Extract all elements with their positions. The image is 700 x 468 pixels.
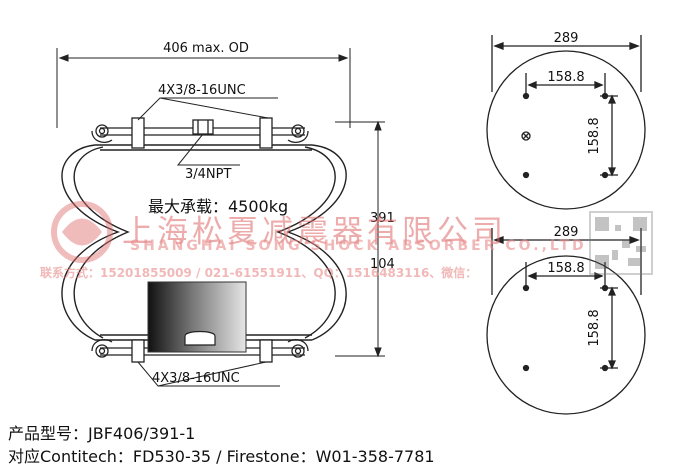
watermark-logo-icon [51,201,113,263]
npt-label: 3/4NPT [185,167,231,182]
model-caption: 产品型号：JBF406/391-1 [8,424,196,443]
bottom-plate-view [486,228,646,415]
od-dimension [56,48,351,128]
top-plate-dia-label: 289 [554,31,579,46]
bottom-thread-label: 4X3/8-16UNC [152,371,240,386]
height-dimension [335,120,385,358]
top-plate-v-label: 158.8 [587,117,602,154]
npt-leader [176,133,240,166]
height-max-label: 391 [370,211,395,226]
bellows-outline [61,144,347,341]
piston [147,281,247,353]
top-mounting-studs [131,117,273,149]
load-capacity-label: 最大承载：4500kg [148,197,289,216]
top-plate-h-label: 158.8 [547,70,584,85]
od-label: 406 max. OD [163,41,249,56]
bottom-plate-dia-label: 289 [554,225,579,240]
bottom-plate-v-label: 158.8 [587,309,602,346]
top-plate-view [486,35,646,210]
bottom-thread-leader [137,361,280,387]
watermark-company-cn: 上海松夏减震器有限公司 [122,214,507,250]
watermark-qr-icon [589,211,653,275]
cross-reference-caption: 对应Contitech：FD530-35 / Firestone：W01-358… [8,447,435,466]
top-thread-leader [137,97,278,121]
watermark-contact: 联系方式：15201855009 / 021-61551911、QQ：15164… [40,266,478,280]
height-min-label: 104 [370,257,395,272]
top-thread-label: 4X3/8-16UNC [158,83,246,98]
bottom-mounting-studs [131,339,273,363]
watermark-company-en: SHANGHAI SONG SHOCK ABSORBER CO.,LTD [130,238,587,254]
bottom-plate-h-label: 158.8 [547,261,584,276]
